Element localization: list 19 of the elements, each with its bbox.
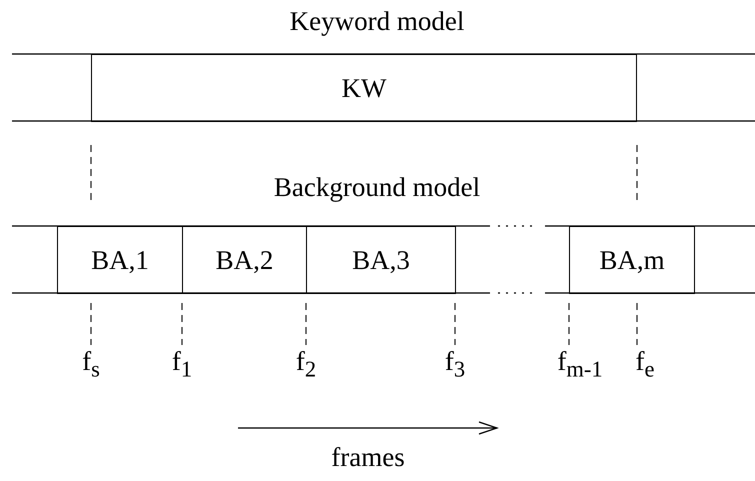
background-cell	[569, 226, 695, 294]
cell-label: BA,m	[599, 244, 665, 276]
background-cell	[57, 226, 183, 294]
frame-label: f$_{1}$	[172, 348, 192, 381]
cell-label: BA,2	[216, 244, 274, 276]
cell-label: BA,3	[352, 244, 410, 276]
frame-label: f$_{e}$	[636, 348, 654, 381]
frame-label: f$_{s}$	[82, 348, 100, 381]
frame-label: f$_{3}$	[444, 348, 466, 381]
cell-label: KW	[342, 72, 386, 104]
model-title: Keyword model	[290, 8, 464, 35]
model-title: Background model	[274, 174, 480, 201]
axis-label: frames	[331, 444, 405, 471]
frame-label: f$_{2}$	[296, 348, 316, 381]
background-cell	[306, 226, 456, 294]
background-cell	[182, 226, 307, 294]
cell-label: BA,1	[91, 244, 149, 276]
keyword-cell	[91, 54, 637, 122]
frame-label: f$_{m-1}$	[557, 348, 603, 381]
